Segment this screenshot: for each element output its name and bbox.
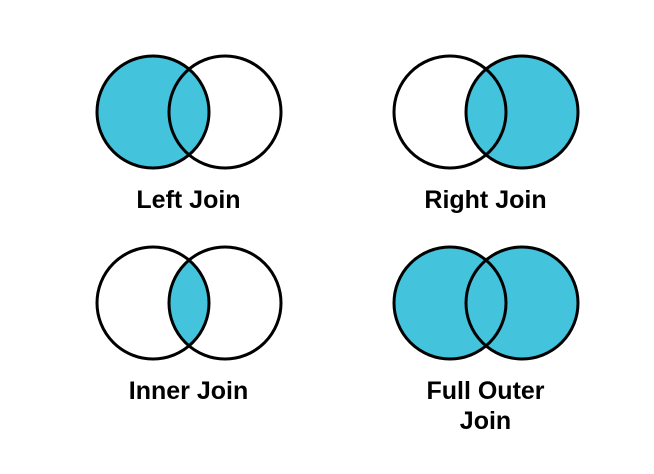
diagram-label: Inner Join: [128, 377, 249, 405]
venn-diagram-full-outer-join: [392, 245, 579, 361]
right-circle-fill: [465, 56, 578, 168]
right-circle-outline: [167, 245, 282, 361]
right-circle-outline: [464, 245, 579, 361]
join-cell-inner-join: Inner Join: [40, 237, 337, 474]
join-cell-right-join: Right Join: [337, 0, 634, 237]
left-circle-outline: [392, 54, 507, 170]
intersection-fill: [168, 247, 209, 359]
left-circle-outline: [392, 245, 507, 361]
right-circle-outline: [167, 54, 282, 170]
diagram-label: Left Join: [136, 186, 241, 214]
left-circle-outline: [95, 245, 210, 361]
left-circle-outline: [95, 54, 210, 170]
right-circle-fill: [465, 247, 578, 359]
venn-diagram-left-join: [95, 54, 282, 170]
venn-diagram-right-join: [392, 54, 579, 170]
diagram-label: Right Join: [424, 186, 547, 214]
left-circle-fill: [96, 56, 209, 168]
right-circle-outline: [464, 54, 579, 170]
diagram-label: Full Outer Join: [426, 377, 545, 435]
venn-diagram-inner-join: [95, 245, 282, 361]
join-cell-left-join: Left Join: [40, 0, 337, 237]
join-cell-full-outer-join: Full Outer Join: [337, 237, 634, 474]
